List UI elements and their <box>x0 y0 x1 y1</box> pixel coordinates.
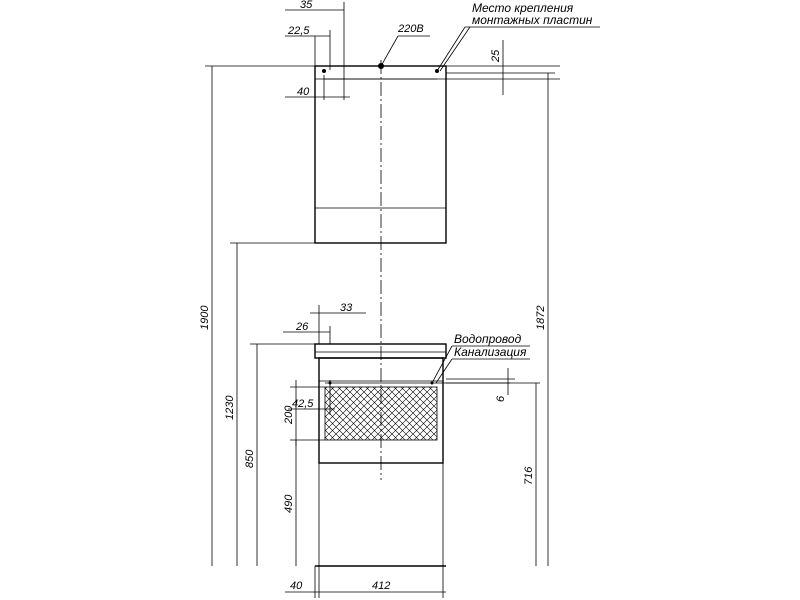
dim-6: 6 <box>495 395 507 402</box>
dim-200: 200 <box>283 405 295 425</box>
power-label: 220В <box>397 23 424 35</box>
upper-cabinet <box>314 63 447 244</box>
dimension-lines <box>205 2 600 598</box>
dim-850: 850 <box>244 449 256 468</box>
dim-1900: 1900 <box>199 305 211 330</box>
dim-1872: 1872 <box>535 306 547 330</box>
dim-33: 33 <box>340 302 353 314</box>
dim-26: 26 <box>295 321 309 333</box>
water-note-line2: Канализация <box>454 345 527 359</box>
water-note-line1: Водопровод <box>454 332 522 346</box>
dim-1230: 1230 <box>224 395 236 420</box>
annotations: Место крепления монтажных пластин 220В В… <box>199 0 593 592</box>
mount-note-line2: монтажных пластин <box>472 13 593 27</box>
dim-490: 490 <box>283 494 295 513</box>
vanity-unit <box>314 343 510 567</box>
dim-35: 35 <box>300 0 313 11</box>
dim-22-5: 22,5 <box>287 25 310 37</box>
dim-25: 25 <box>490 49 502 63</box>
dim-716: 716 <box>523 466 535 485</box>
dim-412: 412 <box>372 580 390 592</box>
dim-40-top: 40 <box>297 86 310 98</box>
dim-40-bottom: 40 <box>290 580 303 592</box>
mount-note-line1: Место крепления <box>472 1 574 15</box>
utilities-hatch <box>324 386 438 441</box>
dim-42-5: 42,5 <box>292 398 314 410</box>
